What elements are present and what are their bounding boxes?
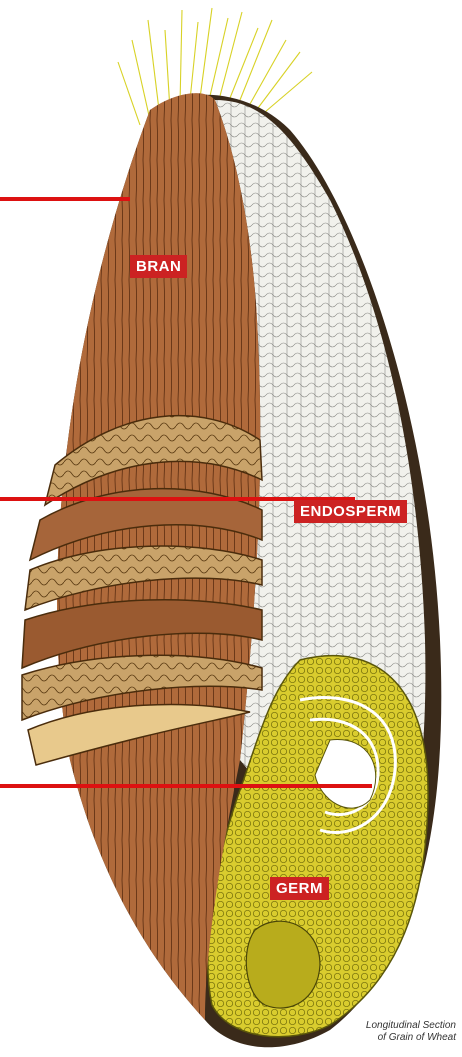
bran-label: BRAN <box>130 255 187 278</box>
germ-radicle <box>246 921 320 1008</box>
caption-line-1: Longitudinal Section <box>336 1020 456 1032</box>
endosperm-label: ENDOSPERM <box>294 500 407 523</box>
figure-caption: Longitudinal Section of Grain of Wheat <box>336 1020 456 1044</box>
caption-line-2: of Grain of Wheat <box>336 1032 456 1044</box>
germ-label: GERM <box>270 877 329 900</box>
